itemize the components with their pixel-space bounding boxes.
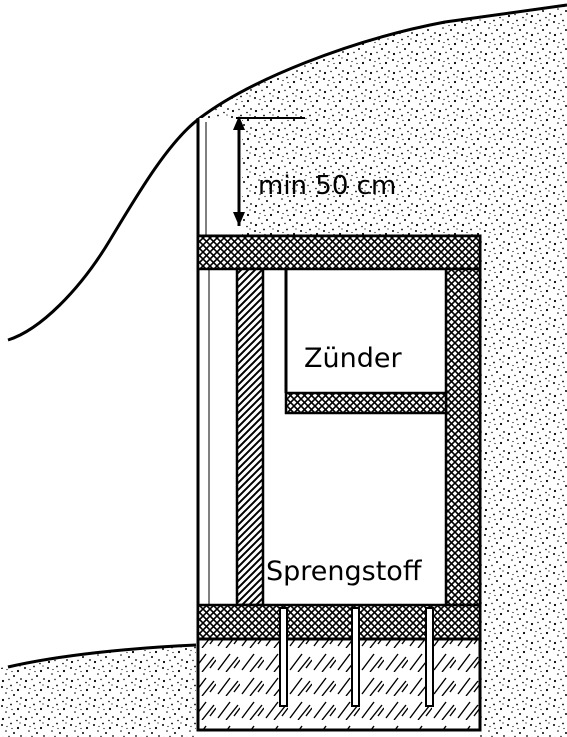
left-plank xyxy=(235,267,265,607)
explosive-label: Sprengstoff xyxy=(266,556,423,587)
bottom-stemming xyxy=(196,603,482,641)
depth-label: min 50 cm xyxy=(258,171,396,201)
ground-surface-line xyxy=(7,3,567,342)
lower-ground xyxy=(0,645,196,737)
soil-mass xyxy=(198,5,567,737)
borehole-shaft xyxy=(198,118,242,236)
anchor-rods xyxy=(279,607,434,707)
top-stemming xyxy=(196,234,482,271)
base-block xyxy=(196,637,482,732)
igniter-shelf xyxy=(284,391,448,415)
igniter-label: Zünder xyxy=(304,343,402,374)
depth-dimension xyxy=(233,116,305,226)
lower-ground-line xyxy=(7,643,197,669)
right-stemming xyxy=(444,267,482,641)
